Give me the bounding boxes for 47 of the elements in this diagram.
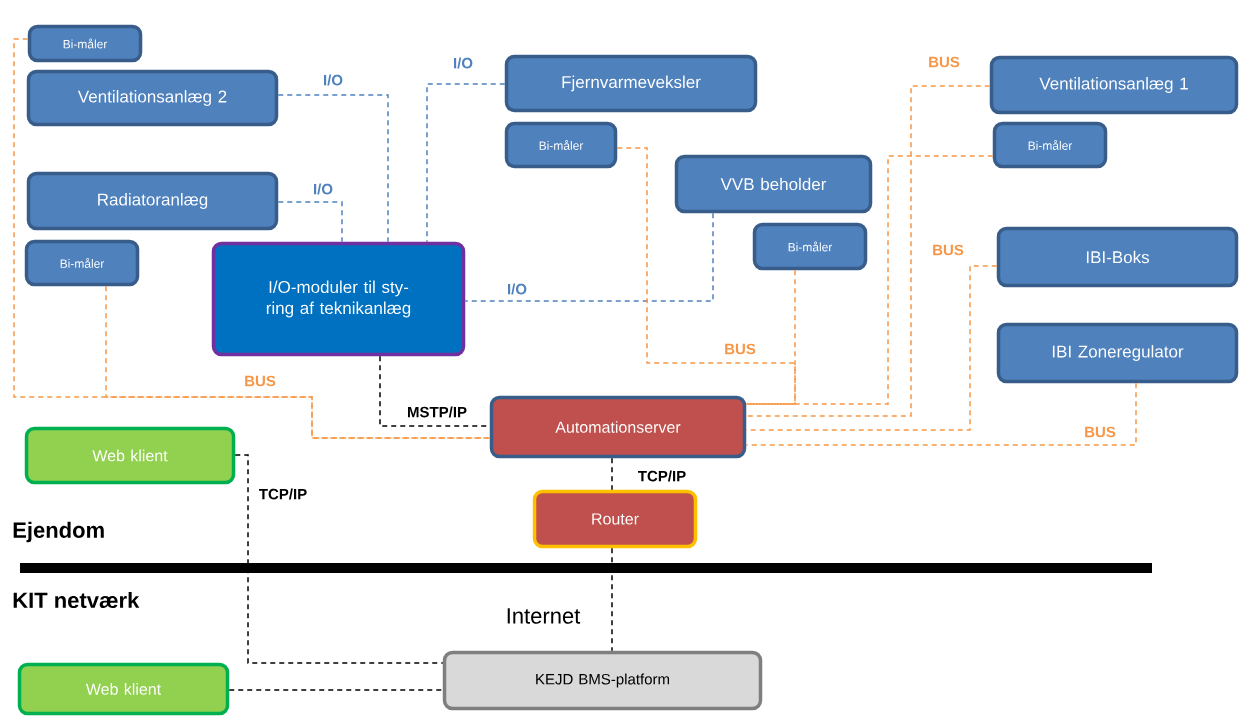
connector — [745, 269, 796, 405]
zone-label: Ejendom — [13, 521, 104, 543]
edge-label: TCP/IP — [636, 469, 688, 483]
connector — [745, 265, 998, 431]
connector — [611, 457, 613, 491]
process-box: Bi-måler — [24, 239, 140, 287]
process-box: Ventilationsanlæg 2 — [26, 69, 279, 127]
edge-label: BUS — [243, 374, 277, 388]
edge-label: I/O — [506, 282, 528, 296]
server-box: Automationserver — [489, 395, 747, 459]
edge-label: BUS — [1083, 425, 1117, 439]
process-box: IBI Zoneregulator — [996, 322, 1239, 384]
connector — [426, 83, 506, 243]
connector — [234, 454, 444, 664]
process-box: VVB beholder — [674, 154, 873, 214]
process-box: Radiatoranlæg — [26, 171, 279, 231]
client-box: Web klient — [17, 662, 230, 716]
connector — [464, 212, 714, 302]
connector — [745, 85, 991, 417]
connector — [277, 201, 343, 243]
connector — [228, 689, 444, 691]
process-box: Fjernvarmeveksler — [504, 54, 758, 113]
edge-label: BUS — [931, 243, 965, 257]
connector — [616, 147, 796, 405]
process-box: Ventilationsanlæg 1 — [989, 55, 1239, 115]
edge-label: Internet — [504, 607, 582, 625]
edge-label: MSTP/IP — [406, 405, 468, 419]
edge-label: I/O — [322, 73, 344, 87]
client-box: Web klient — [24, 426, 236, 485]
edge-label: TCP/IP — [257, 487, 309, 501]
edge-label: BUS — [723, 342, 757, 356]
connector — [105, 285, 491, 439]
zone-label: KIT netværk — [13, 591, 140, 609]
platform-box: KEJD BMS-platform — [442, 650, 763, 711]
connector — [277, 94, 389, 243]
process-box: IBI-Boks — [996, 226, 1239, 288]
edge-label: BUS — [927, 55, 961, 69]
process-box: Bi-måler — [504, 121, 618, 169]
edge-label: I/O — [452, 56, 474, 70]
process-box: Bi-måler — [752, 222, 868, 271]
connector — [745, 382, 1137, 446]
controller-box: I/O-moduler til sty- ring af teknikanlæg — [211, 241, 466, 357]
connector — [611, 547, 613, 652]
router-box: Router — [532, 489, 698, 549]
process-box: Bi-måler — [27, 24, 143, 63]
edge-label: I/O — [312, 182, 334, 196]
process-box: Bi-måler — [992, 121, 1108, 169]
